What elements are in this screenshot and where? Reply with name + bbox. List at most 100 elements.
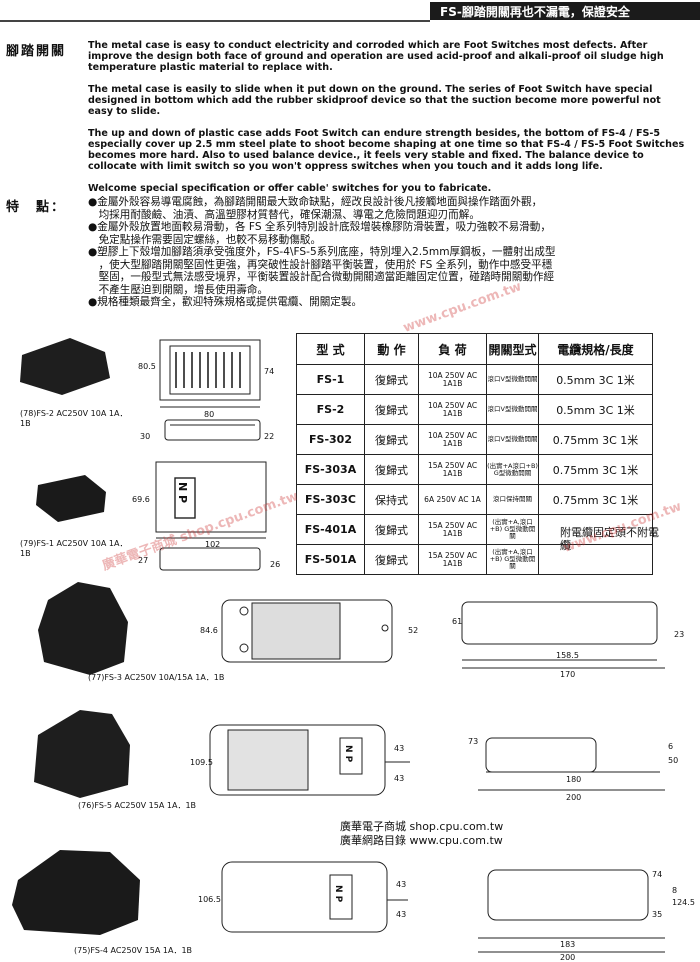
model-cell: FS-501A bbox=[296, 544, 365, 575]
dim-label: 6 bbox=[668, 742, 674, 751]
table-row: FS-303C 保持式 6A 250V AC 1A 滾口保持開關 0.75mm … bbox=[296, 484, 653, 515]
switch-cell: 滾口V型微動開關 bbox=[486, 394, 539, 425]
stamp-line: 廣華網路目錄 www.cpu.com.tw bbox=[340, 834, 503, 847]
feature-line: ●規格種類最齊全，歡迎特殊規格或提供電纜、開關定製。 bbox=[88, 296, 363, 308]
dim-label: 80 bbox=[204, 410, 215, 419]
load-cell: 10A 250V AC 1A1B bbox=[418, 424, 487, 455]
table-row: FS-501A 復歸式 15A 250V AC 1A1B (出實+A,滾口+B)… bbox=[296, 544, 653, 575]
header-bar bbox=[430, 2, 700, 20]
cable-cell bbox=[538, 544, 653, 575]
feature-line: ，使大型腳踏開關堅固性更強，再突破性設計腳踏平衡裝置，使用於 FS 全系列，動作… bbox=[88, 258, 553, 271]
dim-label: 183 bbox=[560, 940, 576, 949]
dim-label: 74 bbox=[652, 870, 663, 879]
cable-cell bbox=[538, 514, 653, 545]
dim-label: 61 bbox=[452, 617, 463, 626]
dim-label: 74 bbox=[264, 367, 275, 376]
model-cell: FS-303A bbox=[296, 454, 365, 485]
dim-label: 200 bbox=[560, 953, 576, 962]
dim-label: 200 bbox=[566, 793, 582, 802]
np-label: N P bbox=[333, 885, 343, 903]
table-row: FS-302 復歸式 10A 250V AC 1A1B 滾口V型微動開關 0.7… bbox=[296, 424, 653, 455]
action-cell: 復歸式 bbox=[364, 514, 419, 545]
dim-label: 43 bbox=[394, 774, 405, 783]
page-title: FS-腳踏開關再也不漏電，保證安全 bbox=[440, 5, 630, 19]
np-label: N P bbox=[343, 745, 353, 763]
feature-line: 均採用耐酸鹼、油漬、高溫塑膠材質替代，確保潮濕、導電之危險問題迎刃而解。 bbox=[88, 208, 480, 221]
model-cell: FS-2 bbox=[296, 394, 365, 425]
header-rule bbox=[0, 20, 430, 22]
fs1-photo bbox=[36, 475, 106, 522]
table-header-row: 型 式 動 作 負 荷 開關型式 電纜規格/長度 bbox=[296, 333, 653, 365]
model-cell: FS-302 bbox=[296, 424, 365, 455]
action-cell: 復歸式 bbox=[364, 454, 419, 485]
dim-label: 109.5 bbox=[190, 758, 213, 767]
dim-label: 158.5 bbox=[556, 651, 579, 660]
dim-label: 170 bbox=[560, 670, 576, 679]
model-cell: FS-1 bbox=[296, 364, 365, 395]
switch-cell: 滾口V型微動開關 bbox=[486, 424, 539, 455]
dim-label: 106.5 bbox=[198, 895, 221, 904]
action-cell: 復歸式 bbox=[364, 394, 419, 425]
load-cell: 10A 250V AC 1A1B bbox=[418, 364, 487, 395]
paragraph-1: The metal case is easy to conduct electr… bbox=[88, 40, 664, 73]
paragraph-2: The metal case is easily to slide when i… bbox=[88, 84, 661, 117]
switch-cell: (出實+A滾口+B) G型微動開關 bbox=[486, 454, 539, 485]
feature-line: ●金屬外殼放置地面較易滑動，各 FS 全系列特別設計底殼增裝橡膠防滑裝置，吸力強… bbox=[88, 221, 551, 233]
dim-label: 102 bbox=[205, 540, 221, 549]
feature-line: ●金屬外殼容易導電腐蝕，為腳踏開關最大致命缺點，經改良設計後凡接觸地面與操作踏面… bbox=[88, 196, 543, 208]
product-caption: (79)FS-1 AC250V 10A 1A．1B bbox=[20, 539, 128, 558]
features-list: ●金屬外殼容易導電腐蝕，為腳踏開關最大致命缺點，經改良設計後凡接觸地面與操作踏面… bbox=[88, 196, 698, 309]
cable-note: 附電纜固定頭不附電纜 bbox=[560, 526, 659, 552]
dim-label: 26 bbox=[270, 560, 281, 569]
spec-table: 型 式 動 作 負 荷 開關型式 電纜規格/長度 FS-1 復歸式 10A 25… bbox=[296, 333, 653, 575]
column-header: 開關型式 bbox=[486, 333, 539, 365]
cable-cell: 0.5mm 3C 1米 bbox=[538, 364, 653, 395]
dim-label: 84.6 bbox=[200, 626, 218, 635]
dim-label: 27 bbox=[138, 556, 149, 565]
feature-line: ●塑膠上下殼增加腳踏須承受強度外，FS-4\FS-5系列底座，特別埋入2.5mm… bbox=[88, 246, 556, 258]
dim-label: 73 bbox=[468, 737, 479, 746]
stamp-line: 廣華電子商城 shop.cpu.com.tw bbox=[340, 820, 504, 833]
dim-label: 124.5 bbox=[672, 898, 695, 907]
section-label-foot-switch: 腳踏開關 bbox=[6, 44, 67, 59]
paragraph-4: Welcome special specification or offer c… bbox=[88, 183, 492, 194]
fs5-drawing bbox=[209, 724, 665, 796]
switch-cell: 滾口保持開關 bbox=[486, 484, 539, 515]
product-caption: (77)FS-3 AC250V 10A/15A 1A．1B bbox=[88, 673, 225, 682]
feature-line: 堅固，一般型式無法感受境界，平衡裝置設計配合微動開關適當距離固定位置，碰踏時開關… bbox=[88, 271, 555, 283]
section-label-features: 特 點： bbox=[6, 200, 67, 215]
switch-cell: 滾口V型微動開關 bbox=[486, 364, 539, 395]
load-cell: 6A 250V AC 1A bbox=[418, 484, 487, 515]
column-header: 動 作 bbox=[364, 333, 419, 365]
column-header: 電纜規格/長度 bbox=[538, 333, 653, 365]
table-row: FS-1 復歸式 10A 250V AC 1A1B 滾口V型微動開關 0.5mm… bbox=[296, 364, 653, 395]
dim-label: 8 bbox=[672, 886, 678, 895]
dim-label: 80.5 bbox=[138, 362, 156, 371]
feature-line: 不產生壓迫到開關，增長使用壽命。 bbox=[88, 283, 269, 296]
feature-line: 免定點操作需要固定螺絲，也較不易移動傷駁。 bbox=[88, 233, 322, 246]
action-cell: 復歸式 bbox=[364, 364, 419, 395]
dim-label: 50 bbox=[668, 756, 679, 765]
page-header: FS-腳踏開關再也不漏電，保證安全 bbox=[0, 0, 700, 22]
dim-label: 69.6 bbox=[132, 495, 150, 504]
np-label: N P bbox=[176, 482, 189, 504]
table-row: FS-303A 復歸式 15A 250V AC 1A1B (出實+A滾口+B) … bbox=[296, 454, 653, 485]
action-cell: 復歸式 bbox=[364, 424, 419, 455]
load-cell: 15A 250V AC 1A1B bbox=[418, 514, 487, 545]
fs1-drawing bbox=[155, 461, 267, 571]
switch-cell: (出實+A,滾口+B) G型微動開關 bbox=[486, 514, 539, 545]
load-cell: 10A 250V AC 1A1B bbox=[418, 394, 487, 425]
fs3-drawing bbox=[221, 599, 665, 669]
column-header: 負 荷 bbox=[418, 333, 487, 365]
cable-cell: 0.5mm 3C 1米 bbox=[538, 394, 653, 425]
fs3-photo bbox=[38, 582, 128, 675]
dim-label: 35 bbox=[652, 910, 663, 919]
footer-stamp: 廣華電子商城 shop.cpu.com.tw 廣華網路目錄 www.cpu.co… bbox=[340, 820, 560, 856]
action-cell: 復歸式 bbox=[364, 544, 419, 575]
dim-label: 180 bbox=[566, 775, 582, 784]
fs5-photo bbox=[34, 710, 130, 798]
model-cell: FS-303C bbox=[296, 484, 365, 515]
paragraph-3: The up and down of plastic case adds Foo… bbox=[88, 128, 685, 172]
fs4-photo bbox=[12, 850, 140, 935]
